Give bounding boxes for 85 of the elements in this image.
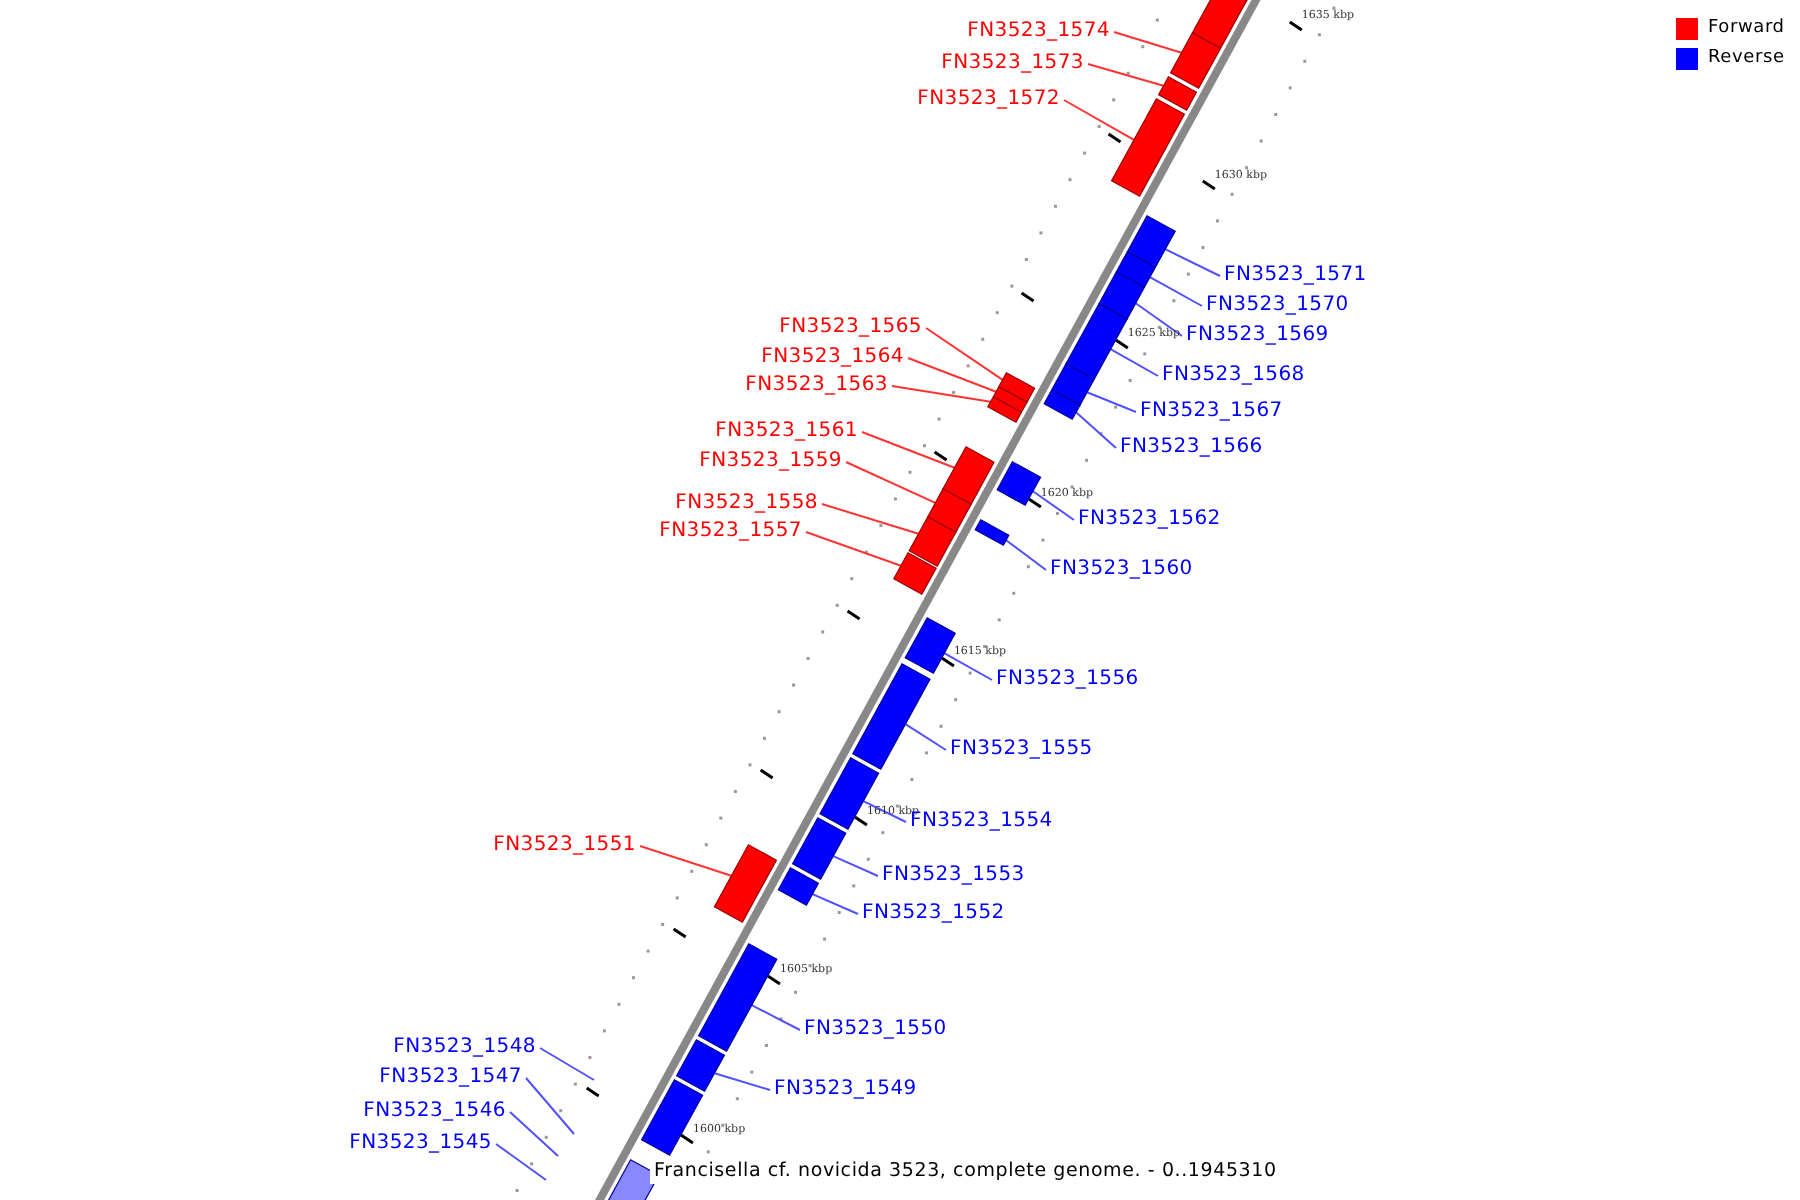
gene-label: FN3523_1556 — [996, 668, 1139, 692]
leader-line — [539, 1047, 595, 1081]
gene-label: FN3523_1573 — [941, 52, 1084, 76]
gene-label: FN3523_1568 — [1162, 364, 1305, 388]
gene-label: FN3523_1547 — [379, 1066, 522, 1090]
gene-block — [1157, 76, 1198, 111]
gene-label: FN3523_1551 — [493, 834, 636, 858]
gene-block — [974, 519, 1010, 546]
leader-line — [1075, 411, 1117, 449]
gene-block — [697, 943, 778, 1052]
gene-block — [1126, 215, 1176, 268]
gene-label: FN3523_1564 — [761, 346, 904, 370]
caption: Francisella cf. novicida 3523, complete genome. - 0..1945310 — [650, 1160, 1281, 1184]
leader-line — [1087, 63, 1165, 87]
leader-line — [639, 845, 733, 877]
gene-label: FN3523_1565 — [779, 316, 922, 340]
leader-line — [891, 385, 992, 403]
gene-label: FN3523_1557 — [659, 520, 802, 544]
leader-line — [1063, 99, 1135, 141]
gene-label: FN3523_1550 — [804, 1018, 947, 1042]
gene-label: FN3523_1555 — [950, 738, 1093, 762]
gene-block — [1065, 303, 1128, 380]
gene-block — [1043, 389, 1081, 420]
leader-line — [811, 893, 859, 915]
gene-block — [992, 386, 1028, 413]
leader-line — [1086, 391, 1137, 413]
gene-label: FN3523_1560 — [1050, 558, 1193, 582]
gene-label: FN3523_1549 — [774, 1078, 917, 1102]
gene-label: FN3523_1559 — [699, 450, 842, 474]
leader-line — [713, 1072, 771, 1091]
gene-block — [904, 617, 956, 674]
legend-label: Reverse — [1708, 48, 1785, 70]
leader-line — [1164, 248, 1221, 277]
gene-label: FN3523_1569 — [1186, 324, 1329, 348]
gene-label: FN3523_1553 — [882, 864, 1025, 888]
gene-block — [1098, 271, 1146, 320]
gene-label: FN3523_1570 — [1206, 294, 1349, 318]
leader-line — [943, 652, 993, 681]
leader-line — [1113, 31, 1183, 54]
leader-line — [861, 431, 956, 469]
gene-label: FN3523_1558 — [675, 492, 818, 516]
leader-line — [925, 327, 1004, 381]
gene-block — [987, 396, 1023, 423]
leader-line — [1148, 276, 1203, 307]
gene-label: FN3523_1572 — [917, 88, 1060, 112]
leader-line — [750, 1004, 801, 1031]
gene-block — [1110, 98, 1186, 197]
gene-block — [927, 488, 972, 533]
leader-line — [495, 1143, 547, 1181]
leader-line — [509, 1111, 559, 1157]
gene-block — [777, 867, 820, 906]
leader-line — [821, 503, 920, 535]
gene-block — [998, 372, 1036, 403]
gene-block — [893, 552, 937, 595]
leader-line — [1109, 348, 1159, 377]
leader-line — [1005, 539, 1047, 571]
gene-label: FN3523_1548 — [393, 1036, 536, 1060]
gene-label: FN3523_1574 — [967, 20, 1110, 44]
gene-label: FN3523_1562 — [1078, 508, 1221, 532]
gene-label: FN3523_1571 — [1224, 264, 1367, 288]
gene-block — [908, 516, 957, 567]
leader-line — [1031, 490, 1075, 521]
leader-line — [907, 357, 998, 393]
leader-line — [832, 855, 879, 877]
legend-label: Forward — [1708, 18, 1785, 40]
gene-block — [1115, 251, 1157, 288]
gene-label: FN3523_1567 — [1140, 400, 1283, 424]
gene-block — [713, 844, 778, 923]
gene-block — [942, 446, 995, 505]
leader-line — [805, 531, 902, 567]
leader-line — [904, 723, 947, 751]
gene-label: FN3523_1561 — [715, 420, 858, 444]
leader-line — [525, 1077, 575, 1135]
gene-label: FN3523_1552 — [862, 902, 1005, 926]
gene-label: FN3523_1546 — [363, 1100, 506, 1124]
gene-label: FN3523_1566 — [1120, 436, 1263, 460]
gene-block — [852, 663, 931, 770]
leader-line — [1134, 302, 1183, 337]
gene-block — [675, 1039, 726, 1092]
gene-block — [1051, 363, 1095, 406]
gene-label: FN3523_1563 — [745, 374, 888, 398]
gene-block — [603, 1159, 660, 1200]
gene-label: FN3523_1545 — [349, 1132, 492, 1156]
gene-block — [996, 461, 1042, 506]
leader-line — [845, 461, 937, 504]
